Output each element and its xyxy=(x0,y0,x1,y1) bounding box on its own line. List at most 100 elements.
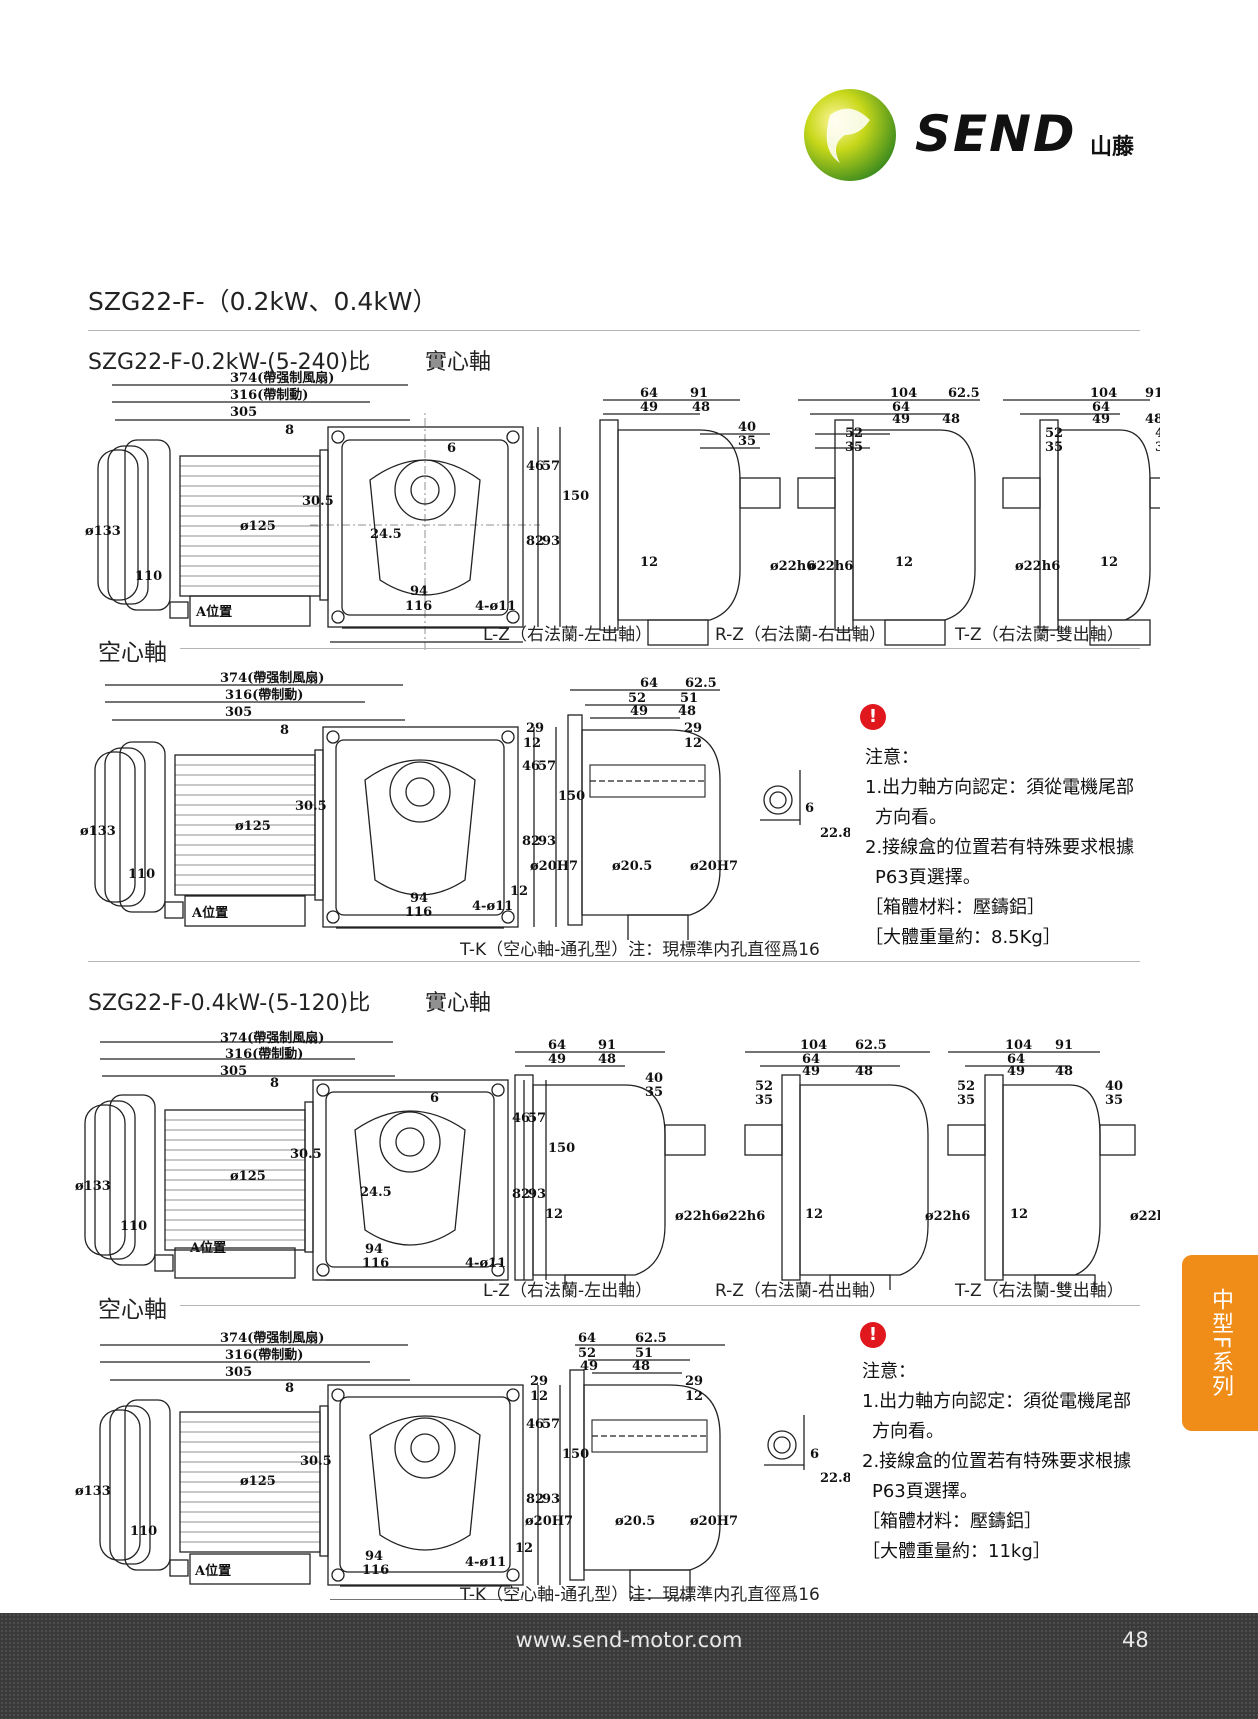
dim-30-5: 30.5 xyxy=(302,494,334,509)
dim-116: 116 xyxy=(362,1563,389,1578)
dim-12: 12 xyxy=(515,1541,533,1556)
solid-shaft-label: 實心軸 xyxy=(425,991,492,1016)
dim-116: 116 xyxy=(405,599,432,614)
dim-d125: ø125 xyxy=(235,819,271,834)
dim-49: 49 xyxy=(1092,412,1110,427)
dim-316: 316(帶制動) xyxy=(225,687,303,703)
dim-57: 57 xyxy=(542,1417,560,1432)
dim-30-5: 30.5 xyxy=(300,1454,332,1469)
dim-30-5: 30.5 xyxy=(295,799,327,814)
dim-305: 305 xyxy=(225,1365,252,1380)
dim-49: 49 xyxy=(892,412,910,427)
dim-52: 52 xyxy=(957,1079,975,1094)
dim-64: 64 xyxy=(1007,1052,1025,1067)
material-note: ［箱體材料：壓鑄鋁］ xyxy=(862,1511,1042,1532)
dim-57: 57 xyxy=(538,759,556,774)
note-line: 1.出力軸方向認定：須從電機尾部 xyxy=(865,777,1135,798)
dim-104: 104 xyxy=(800,1038,827,1053)
dim-374: 374(帶强制風扇) xyxy=(220,1030,324,1046)
dim-64: 64 xyxy=(578,1331,596,1346)
dim-49: 49 xyxy=(630,704,648,719)
dim-110: 110 xyxy=(120,1219,147,1234)
dim-d125: ø125 xyxy=(240,519,276,534)
dim-4-d11: 4-ø11 xyxy=(472,899,513,914)
dim-12: 12 xyxy=(685,1389,703,1404)
dim-52: 52 xyxy=(845,426,863,441)
dim-49: 49 xyxy=(640,400,658,415)
dim-29: 29 xyxy=(684,721,702,736)
warning-icon: ! xyxy=(860,704,886,730)
dim-94: 94 xyxy=(410,891,428,906)
dim-d20h7: ø20H7 xyxy=(690,859,738,874)
note-line: 方向看。 xyxy=(872,1421,944,1442)
dim-12: 12 xyxy=(805,1207,823,1222)
dim-d133: ø133 xyxy=(85,524,121,539)
caption-rz: R-Z（右法蘭-右出軸） xyxy=(715,625,887,645)
dim-48: 48 xyxy=(1145,412,1160,427)
dim-46: 46 xyxy=(512,1111,530,1126)
dim-110: 110 xyxy=(130,1524,157,1539)
dim-93: 93 xyxy=(542,1492,560,1507)
dim-64: 64 xyxy=(892,400,910,415)
dim-51: 51 xyxy=(635,1346,653,1361)
dim-374: 374(帶强制風扇) xyxy=(230,370,334,386)
dim-12: 12 xyxy=(523,736,541,751)
series-side-tab[interactable]: 中型F系列 xyxy=(1182,1255,1258,1431)
brand-logo: SEND 山藤 xyxy=(800,85,1160,195)
dim-d133: ø133 xyxy=(75,1179,111,1194)
dim-12: 12 xyxy=(530,1389,548,1404)
dim-29: 29 xyxy=(685,1374,703,1389)
logo-emblem-icon xyxy=(804,89,896,181)
hollow-shaft-drawings-02kw: 374(帶强制風扇) 316(帶制動) 305 8 ø133 ø125 110 … xyxy=(80,670,850,940)
dim-6: 6 xyxy=(805,801,814,816)
dim-104: 104 xyxy=(1005,1038,1032,1053)
dim-d20h7: ø20H7 xyxy=(530,859,578,874)
dim-12: 12 xyxy=(684,736,702,751)
footer-url[interactable]: www.send-motor.com xyxy=(515,1628,743,1652)
dim-d22h6: ø22h6 xyxy=(1130,1209,1160,1224)
note-line: 2.接線盒的位置若有特殊要求根據 xyxy=(862,1451,1132,1472)
solid-shaft-drawings-02kw: 374(帶强制風扇) 316(帶制動) 305 8 ø133 ø125 110 … xyxy=(85,370,1160,650)
section-title-04kw: SZG22-F-0.4kW-(5-120)比 xyxy=(88,991,371,1016)
dim-35: 35 xyxy=(1045,440,1063,455)
dim-35: 35 xyxy=(1105,1093,1123,1108)
dim-64: 64 xyxy=(640,386,658,401)
dim-62-5: 62.5 xyxy=(685,676,717,691)
dim-49: 49 xyxy=(548,1052,566,1067)
dim-82: 82 xyxy=(526,534,544,549)
dim-40: 40 xyxy=(645,1071,663,1086)
hollow-shaft-label: 空心軸 xyxy=(98,640,167,666)
note-title: 注意： xyxy=(865,747,919,768)
dim-35: 35 xyxy=(645,1085,663,1100)
dim-316: 316(帶制動) xyxy=(225,1347,303,1363)
a-position-label: A位置 xyxy=(194,1563,231,1579)
dim-91: 91 xyxy=(598,1038,616,1053)
dim-316: 316(帶制動) xyxy=(230,387,308,403)
dim-52: 52 xyxy=(578,1346,596,1361)
dim-52: 52 xyxy=(628,691,646,706)
dim-6: 6 xyxy=(810,1447,819,1462)
dim-93: 93 xyxy=(538,834,556,849)
dim-12: 12 xyxy=(895,555,913,570)
logo-chinese: 山藤 xyxy=(1090,135,1135,160)
dim-d22h6: ø22h6 xyxy=(808,559,853,574)
caption-tz: T-Z（右法蘭-雙出軸） xyxy=(955,1281,1124,1301)
a-position-label: A位置 xyxy=(195,604,232,620)
dim-d133: ø133 xyxy=(75,1484,111,1499)
dim-12: 12 xyxy=(545,1207,563,1222)
dim-46: 46 xyxy=(526,1417,544,1432)
a-position-label: A位置 xyxy=(189,1240,226,1256)
dim-82: 82 xyxy=(522,834,540,849)
dim-305: 305 xyxy=(220,1064,247,1079)
note-line: 方向看。 xyxy=(875,807,947,828)
dim-305: 305 xyxy=(225,705,252,720)
notes-block: 注意： 1.出力軸方向認定：須從電機尾部 方向看。 2.接線盒的位置若有特殊要求… xyxy=(865,743,1134,953)
caption-tz: T-Z（右法蘭-雙出軸） xyxy=(955,625,1124,645)
dim-49: 49 xyxy=(580,1359,598,1374)
dim-d20-5: ø20.5 xyxy=(612,859,652,874)
dim-35: 35 xyxy=(845,440,863,455)
dim-30-5: 30.5 xyxy=(290,1147,322,1162)
dim-48: 48 xyxy=(678,704,696,719)
dim-94: 94 xyxy=(410,584,428,599)
dim-40: 40 xyxy=(738,420,756,435)
